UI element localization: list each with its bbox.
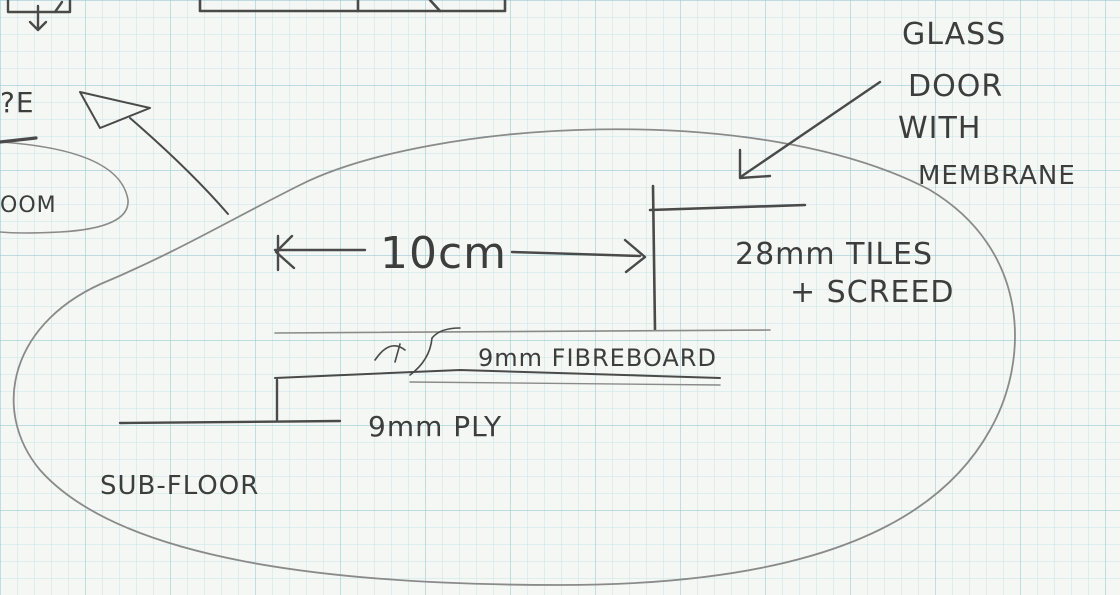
fibreboard-label: 9mm FIBREBOARD — [478, 344, 717, 372]
top-center-box — [198, 0, 507, 13]
ply-step-profile — [118, 378, 342, 425]
ply-label: 9mm PLY — [368, 410, 502, 443]
door-label-line2: DOOR — [908, 69, 1003, 104]
tiles-base-line — [274, 329, 771, 334]
detail-enclosure-ellipse — [12, 128, 1016, 586]
door-pointer-arrow — [738, 80, 882, 180]
tiles-step-profile — [648, 184, 807, 332]
left-underline — [0, 136, 38, 144]
tiles-label-line2: + SCREED — [790, 275, 955, 310]
door-label-line1: GLASS — [902, 17, 1006, 52]
subfloor-label: SUB-FLOOR — [100, 471, 259, 501]
fibreboard-line — [274, 369, 721, 379]
left-fragment-top: ?E — [0, 86, 35, 119]
top-left-fragment — [6, 0, 72, 32]
curved-arrow-icon — [79, 91, 229, 215]
left-fragment-bottom: OOM — [0, 193, 57, 218]
fibreboard-hatching — [374, 327, 461, 376]
dimension-label: 10cm — [380, 228, 507, 279]
left-outline-fragment — [0, 141, 129, 234]
door-label-line4: MEMBRANE — [918, 161, 1076, 191]
tiles-label-line1: 28mm TILES — [735, 237, 933, 272]
fibreboard-lower-line — [409, 381, 721, 386]
door-label-line3: WITH — [898, 111, 981, 146]
dimension-arrow — [273, 234, 647, 274]
